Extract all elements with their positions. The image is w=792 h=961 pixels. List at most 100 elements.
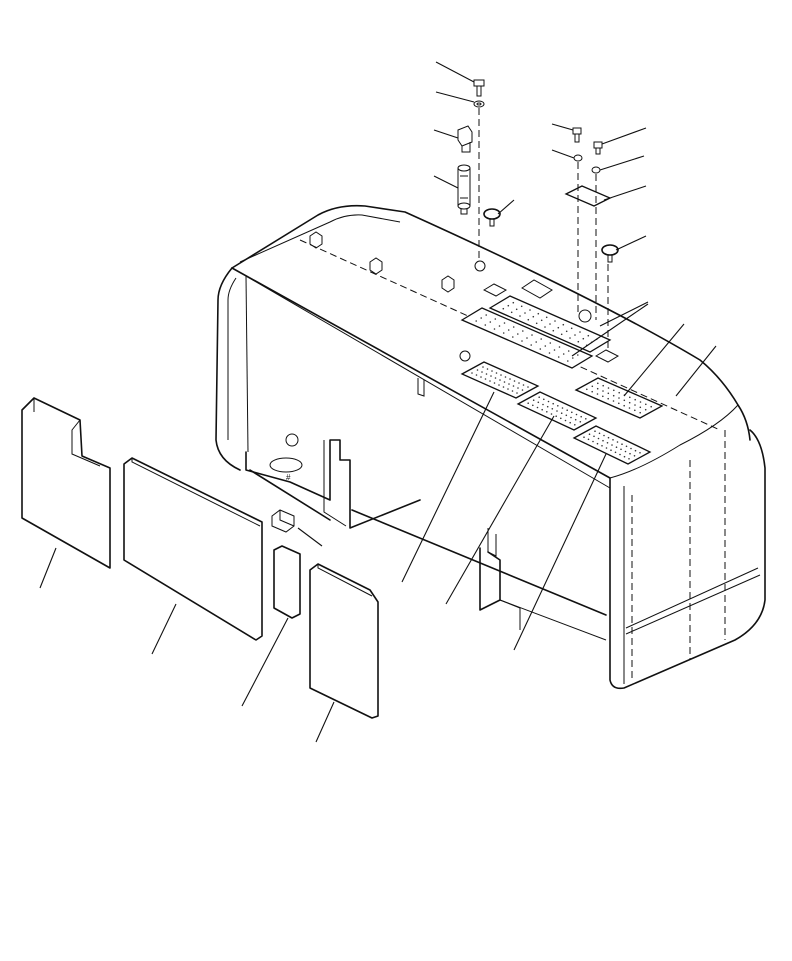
mat-texture-dot <box>596 393 599 395</box>
mat-texture-dot <box>618 391 620 394</box>
mat-texture-dot <box>537 401 540 404</box>
mat-texture-dot <box>494 318 497 320</box>
mat-texture-dot <box>498 384 500 386</box>
side-pad-large <box>123 457 263 641</box>
mat-texture-dot <box>551 408 554 410</box>
mat-texture-dot <box>634 449 637 452</box>
mat-texture-dot <box>522 330 524 332</box>
mat-texture-dot <box>539 348 542 350</box>
mat-texture-dot <box>507 388 509 390</box>
mat-texture-dot <box>585 418 587 420</box>
mat-texture-dot <box>602 384 604 387</box>
mat-texture-dot <box>541 408 543 411</box>
mat-texture-dot <box>471 372 473 374</box>
mat-texture-dot <box>520 305 523 308</box>
mat-texture-dot <box>503 322 506 324</box>
mat-texture-dot <box>475 374 478 376</box>
mat-texture-dot <box>517 333 519 335</box>
mat-texture-dot <box>602 395 604 398</box>
mat-texture-dot <box>556 410 558 412</box>
counterweight-body: # <box>215 204 766 690</box>
mat-texture-dot <box>527 318 530 321</box>
mat-texture-dot <box>569 337 571 339</box>
mat-texture-dot <box>502 386 505 388</box>
mat-texture-dot <box>596 442 599 445</box>
mat-texture-dot <box>603 434 605 437</box>
mat-texture-dot <box>495 372 498 374</box>
assembly-lines <box>478 108 609 352</box>
mat-texture-dot <box>628 401 631 404</box>
cover-plate <box>564 185 612 207</box>
mat-texture-dot <box>629 396 631 399</box>
washer-upper-right-a <box>573 154 583 162</box>
mat-texture-dot <box>546 405 549 408</box>
clip <box>271 509 295 533</box>
plug-fitting <box>457 125 473 153</box>
mat-texture-dot <box>517 387 519 389</box>
mat-texture-dot <box>607 397 609 400</box>
mat-texture-dot <box>580 415 582 418</box>
mat-texture-dot <box>513 380 516 382</box>
mat-texture-dot <box>612 394 615 397</box>
mat-texture-dot <box>489 321 492 323</box>
mat-texture-dot <box>567 360 569 362</box>
mat-texture-dot <box>593 435 595 438</box>
bolt-upper-left <box>473 79 485 97</box>
mat-texture-dot <box>628 407 631 409</box>
mat-texture-dot <box>601 445 603 447</box>
mat-texture-dot <box>547 400 550 403</box>
mat-texture-dot <box>480 376 482 378</box>
washer-upper-left <box>473 100 485 108</box>
mat-texture-dot <box>499 379 501 381</box>
mat-texture-dot <box>645 403 647 406</box>
mat-texture-dot <box>510 311 513 314</box>
mat-texture-dot <box>566 409 568 412</box>
mat-texture-dot <box>489 380 491 382</box>
mat-top-pair <box>460 295 612 369</box>
mat-texture-dot <box>565 414 568 417</box>
mat-texture-dot <box>592 440 594 443</box>
mat-texture-dot <box>557 405 559 407</box>
mat-texture-dot <box>545 316 548 319</box>
mat-texture-dot <box>618 397 620 399</box>
mat-texture-dot <box>639 401 642 403</box>
svg-text:#: # <box>286 473 291 482</box>
mat-texture-dot <box>530 344 532 346</box>
mat-texture-dot <box>561 407 564 409</box>
mat-texture-dot <box>512 301 515 304</box>
mat-texture-dot <box>515 308 518 311</box>
mat-texture-dot <box>549 323 551 325</box>
mat-texture-dot <box>616 441 619 443</box>
mat-texture-dot <box>508 383 510 385</box>
mat-texture-dot <box>554 320 556 322</box>
mat-texture-dot <box>558 346 561 348</box>
mat-texture-dot <box>639 452 641 454</box>
mat-texture-dot <box>620 448 622 451</box>
mat-texture-dot <box>562 353 565 355</box>
mat-texture-dot <box>527 402 529 405</box>
mat-texture-dot <box>572 357 574 359</box>
mat-texture-dot <box>531 334 533 336</box>
mat-texture-dot <box>591 385 594 388</box>
mat-texture-dot <box>532 399 535 402</box>
mat-texture-dot <box>607 387 610 389</box>
mat-texture-dot <box>485 314 488 316</box>
mat-texture-dot <box>577 354 579 356</box>
mat-texture-dot <box>606 442 609 444</box>
mat-texture-dot <box>507 304 510 307</box>
mat-texture-dot <box>607 436 610 439</box>
mat-texture-dot <box>588 433 591 436</box>
mat-texture-dot <box>546 411 548 413</box>
mat-texture-dot <box>602 390 604 392</box>
mat-texture-dot <box>532 315 535 318</box>
mat-texture-dot <box>512 326 515 328</box>
mat-texture-dot <box>614 451 617 454</box>
mat-texture-dot <box>550 413 553 415</box>
mat-texture-dot <box>493 382 496 384</box>
mat-texture-dot <box>532 404 534 407</box>
cap-right <box>601 244 619 263</box>
mat-texture-dot <box>564 419 567 422</box>
bolt-upper-right-a <box>572 127 582 143</box>
mat-texture-dot <box>613 389 615 392</box>
mat-texture-dot <box>569 421 571 424</box>
